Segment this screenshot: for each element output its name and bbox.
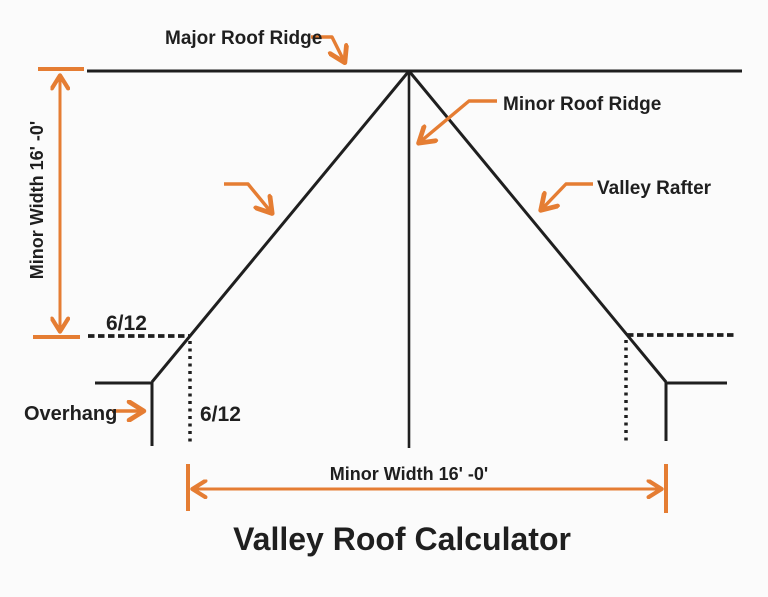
pitch-upper-label: 6/12 <box>106 312 147 335</box>
right-roof-slope-line <box>407 70 668 383</box>
left-roof-slope-line <box>150 70 411 383</box>
major-ridge-label: Major Roof Ridge <box>165 28 322 49</box>
valley-rafter-leader-arrow <box>542 182 593 209</box>
minor-ridge-label: Minor Roof Ridge <box>503 94 661 115</box>
diagram-title: Valley Roof Calculator <box>233 521 571 557</box>
minor-width-left-label: Minor Width 16' -0' <box>27 121 47 279</box>
pitch-lower-label: 6/12 <box>200 403 241 426</box>
major-ridge-leader-arrow <box>311 35 344 61</box>
overhang-label: Overhang <box>24 403 117 425</box>
minor-width-bottom-label: Minor Width 16' -0' <box>330 464 488 484</box>
left-slope-pointer-arrow <box>224 182 271 212</box>
valley-rafter-label: Valley Rafter <box>597 178 712 199</box>
minor-ridge-leader-arrow <box>420 99 497 142</box>
